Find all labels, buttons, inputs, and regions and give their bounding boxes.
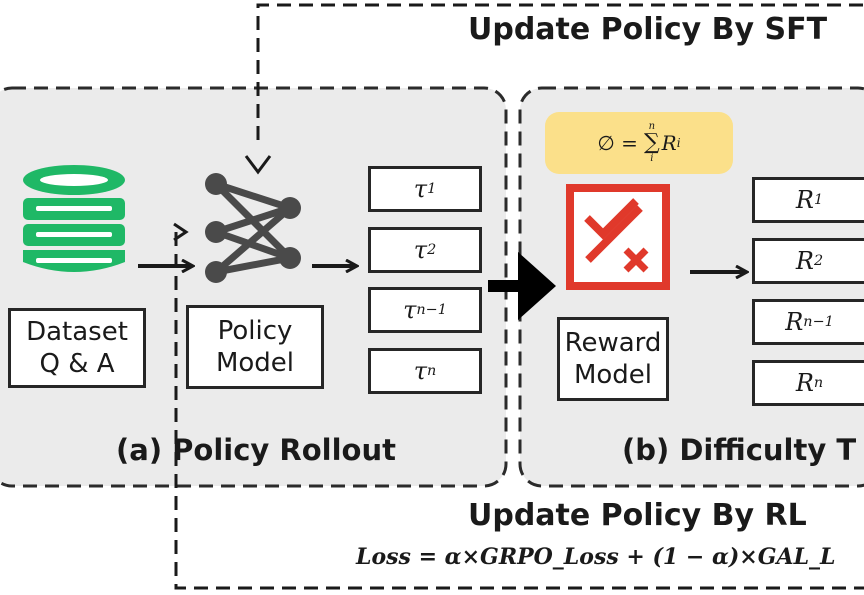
policy-model-label-line1: Policy <box>217 316 293 346</box>
reward-n-1-symbol: R <box>785 308 804 336</box>
reward-model-box: Reward Model <box>557 317 669 401</box>
reward-2-symbol: R <box>795 247 814 275</box>
trajectory-n-symbol: τ <box>413 357 427 385</box>
trajectory-1-index: 1 <box>427 181 437 197</box>
arrow-rollout-to-difficulty <box>488 252 556 320</box>
sft-loop-arrowhead <box>244 155 272 175</box>
database-icon <box>23 165 125 272</box>
trajectory-1-symbol: τ <box>413 175 428 203</box>
trajectory-2-index: 2 <box>427 242 437 258</box>
dataset-label-line2: Q & A <box>39 349 115 379</box>
policy-model-label-line2: Model <box>215 348 295 378</box>
reward-n-1-index: n−1 <box>803 314 834 330</box>
panel-b-caption: (b) Difficulty T <box>622 433 857 467</box>
reward-n-index: n <box>813 375 824 391</box>
reward-model-label-line1: Reward <box>564 328 662 358</box>
phi-sum-lower: i <box>650 153 654 164</box>
dataset-box: Dataset Q & A <box>8 308 146 388</box>
reward-model-label-line2: Model <box>573 360 653 390</box>
rl-loop-arrowhead <box>173 222 189 242</box>
rl-update-title: Update Policy By RL <box>468 498 807 533</box>
reward-1-index: 1 <box>813 192 824 208</box>
phi-term-index: i <box>676 136 681 150</box>
phi-term: R <box>661 131 677 155</box>
policy-model-box: Policy Model <box>186 305 324 389</box>
trajectory-n-1-index: n−1 <box>416 302 447 318</box>
reward-1-symbol: R <box>795 186 814 214</box>
phi-lhs: ∅ = <box>597 131 638 155</box>
loss-formula: Loss = α×GRPO_Loss + (1 − α)×GAL_L <box>356 544 836 570</box>
reward-n-symbol: R <box>795 369 814 397</box>
neural-network-icon <box>205 173 301 283</box>
phi-sum-sign: ∑ <box>643 130 660 155</box>
phi-sum-upper: n <box>648 121 656 132</box>
rl-loop-line <box>174 232 864 590</box>
trajectory-n-index: n <box>427 363 437 379</box>
sft-loop-line <box>256 3 864 140</box>
trajectory-n-1-symbol: τ <box>403 296 417 324</box>
dataset-label-line1: Dataset <box>26 317 128 347</box>
reward-2-index: 2 <box>813 253 824 269</box>
trajectory-2-symbol: τ <box>413 236 428 264</box>
sft-update-title: Update Policy By SFT <box>468 12 828 47</box>
panel-a-caption: (a) Policy Rollout <box>116 433 396 467</box>
reward-icon <box>566 184 670 290</box>
